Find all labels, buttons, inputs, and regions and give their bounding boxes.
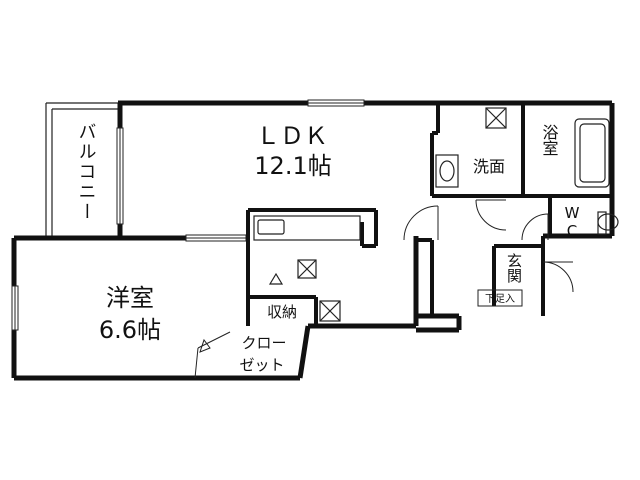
ldk-window	[307, 99, 365, 107]
toilet	[597, 211, 619, 235]
western-window	[11, 285, 19, 331]
wc-label-2: C	[567, 222, 577, 240]
interior-walls	[246, 103, 612, 326]
wc-label-1: W	[565, 204, 580, 222]
storage-label: 収納	[267, 303, 297, 321]
balcony-door	[116, 127, 124, 225]
kitchen-counter	[253, 215, 361, 285]
ldk-label: ＬＤＫ	[256, 122, 328, 150]
balcony-label: バルコニー	[76, 122, 97, 222]
bathtub	[574, 118, 610, 188]
ventilation-marks	[297, 107, 507, 322]
western-door	[185, 234, 247, 242]
closet-door	[194, 331, 231, 379]
washroom-label: 洗面	[473, 157, 505, 176]
hall-door	[403, 199, 574, 293]
entrance-label: 玄関	[505, 253, 523, 284]
balcony	[45, 102, 118, 238]
outer-walls	[11, 100, 615, 381]
ldk-size: 12.1帖	[254, 152, 331, 180]
shoe-box-label: 下足入	[485, 293, 515, 305]
western-size: 6.6帖	[99, 316, 161, 344]
closet-label-1: クロー	[241, 334, 286, 352]
western-label: 洋室	[106, 284, 154, 312]
bath-label: 浴室	[540, 124, 559, 156]
washbasin	[435, 154, 459, 188]
closet-label-2: ゼット	[239, 356, 284, 374]
shoe-box	[477, 289, 523, 307]
